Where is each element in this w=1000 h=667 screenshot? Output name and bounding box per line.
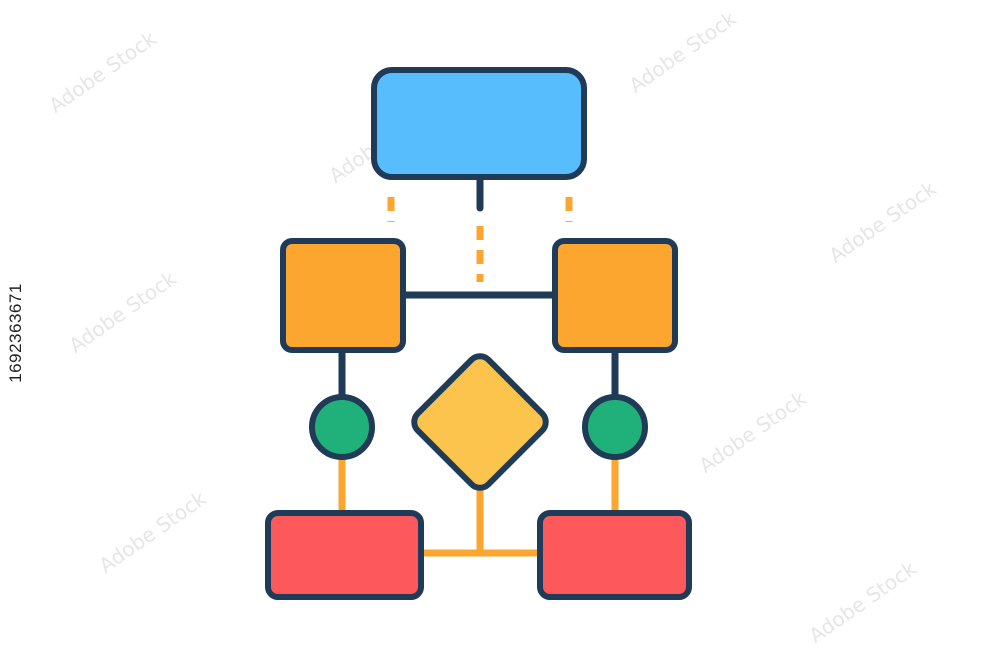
- bottom-right-box: [537, 510, 692, 600]
- decision-diamond: [411, 353, 549, 491]
- top-box: [371, 67, 587, 180]
- left-circle-node: [309, 394, 375, 460]
- right-circle-node: [582, 394, 648, 460]
- bottom-left-box: [265, 510, 424, 600]
- stock-id-label: 1692363671: [6, 283, 25, 383]
- middle-right-box: [552, 238, 678, 353]
- dashed-connectors: [387, 197, 573, 282]
- middle-left-box: [280, 238, 406, 353]
